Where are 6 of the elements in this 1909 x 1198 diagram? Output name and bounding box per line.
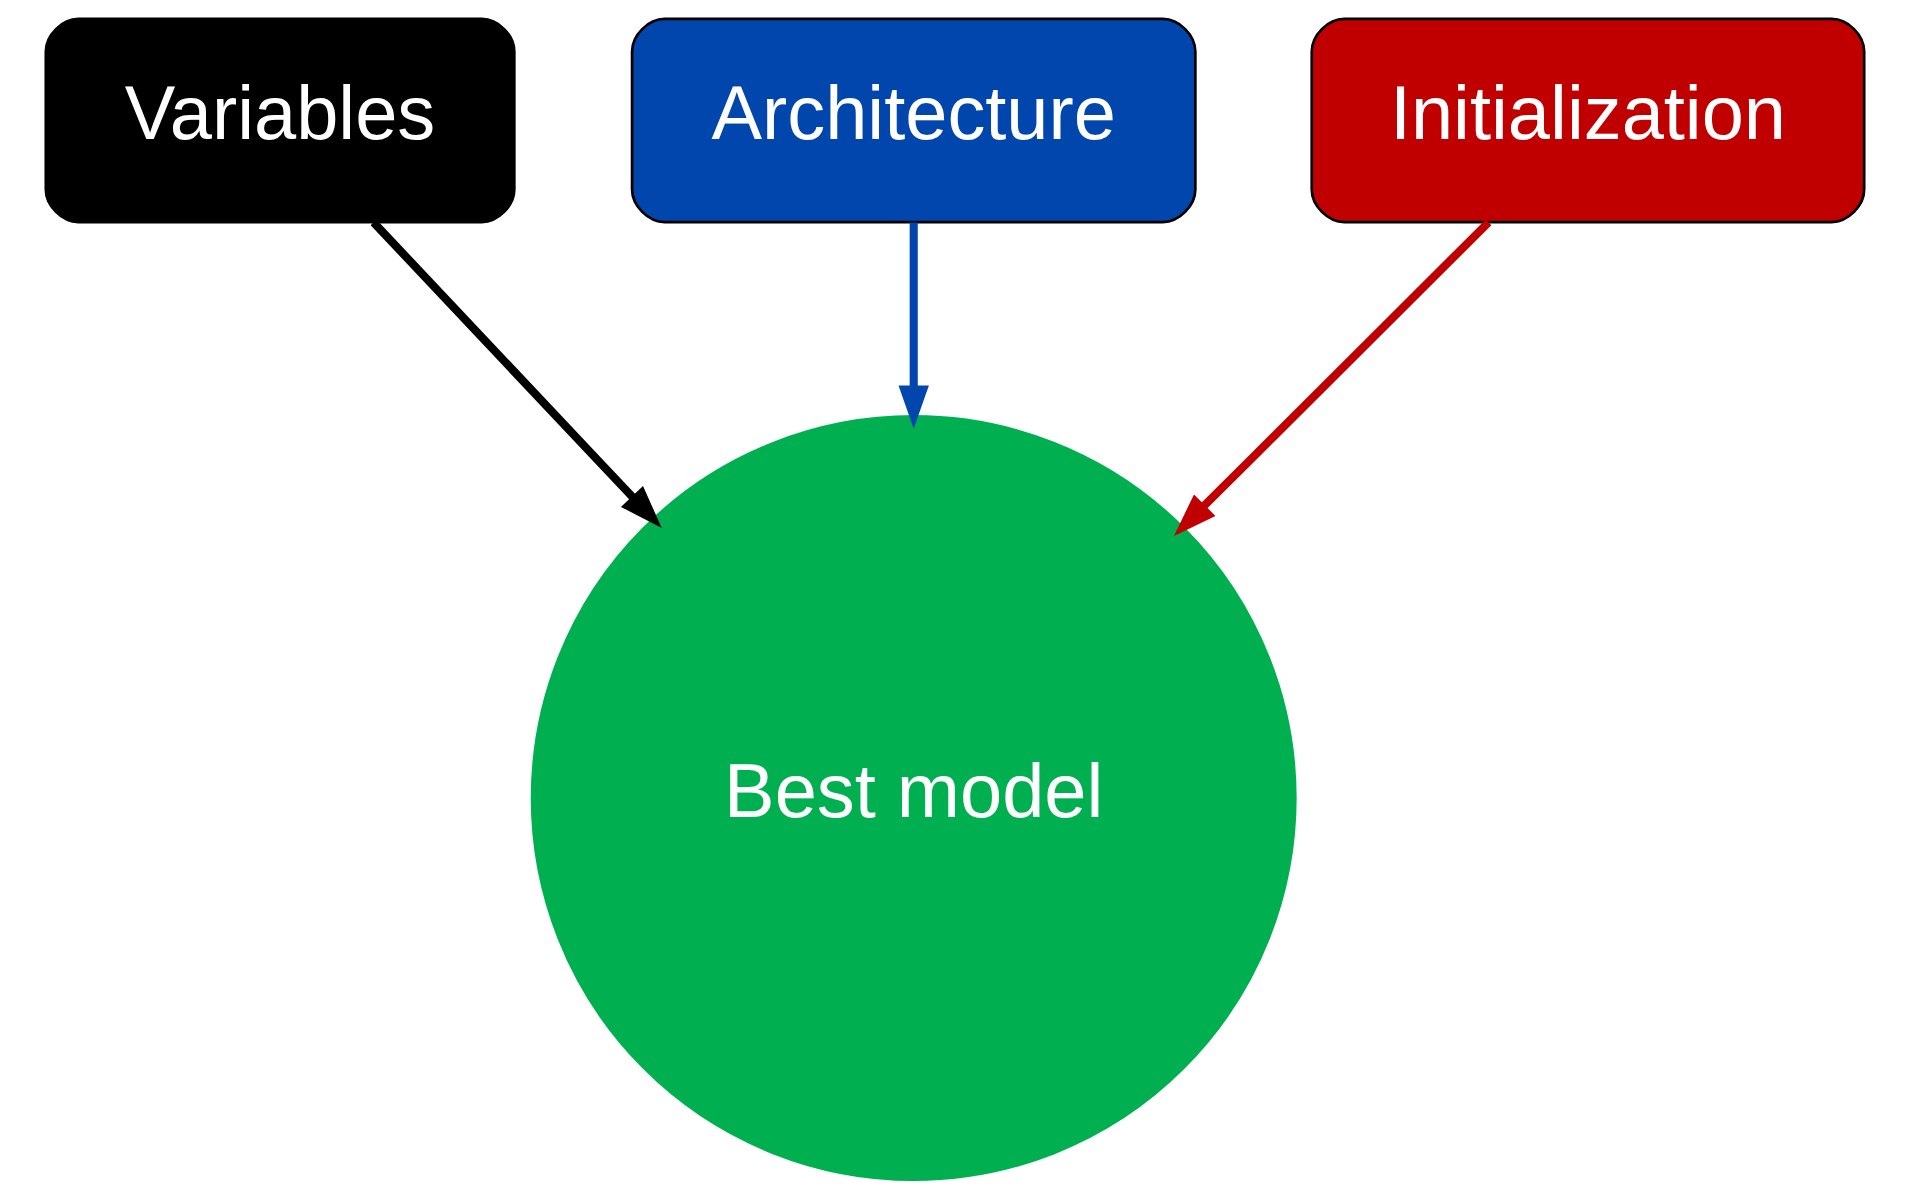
node-box: Architecture: [630, 17, 1197, 224]
node-box: Initialization: [1309, 17, 1866, 224]
arrow: [898, 222, 929, 429]
node-circle: Best model: [530, 415, 1297, 1181]
node-box: Variables: [43, 17, 516, 224]
arrow: [1173, 219, 1491, 536]
